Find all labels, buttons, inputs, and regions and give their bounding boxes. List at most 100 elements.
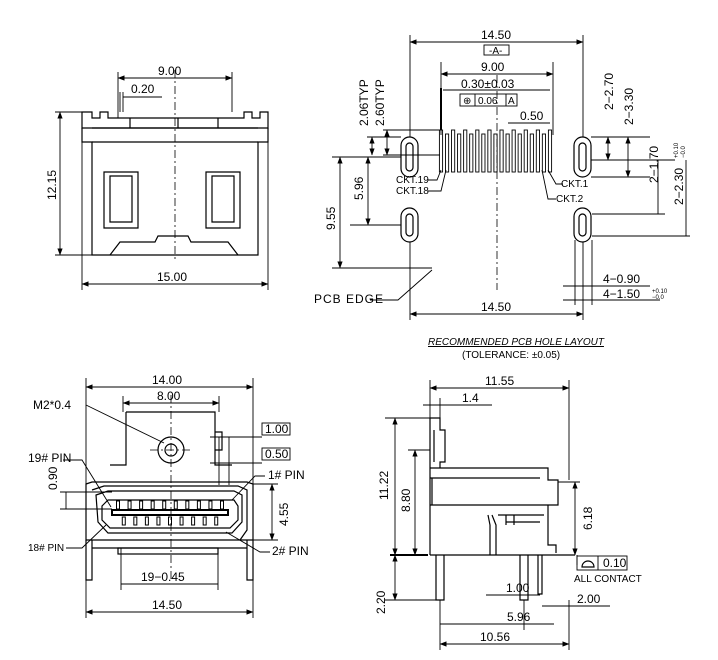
pcb-pad (457, 133, 462, 173)
front-view: 9.00 0.20 12.15 15.00 (45, 64, 269, 290)
dim-2-1-70: 2−1.70 (647, 146, 661, 183)
pcb-pad (547, 129, 553, 173)
dim-9-00-pads: 9.00 (481, 60, 505, 74)
dim-4-1-50-tol-minus: −0.0 (652, 295, 665, 301)
ckt19-label: CKT.19 (396, 175, 429, 186)
contact-pin (139, 500, 144, 510)
contact-pin (127, 500, 132, 510)
contact-pin (214, 516, 219, 526)
pcb-pad (463, 129, 468, 173)
pcb-layout-view: 14.50 -A- 9.00 0.30±0.03 ⊕ 0.06 A 0.50 2… (314, 28, 690, 361)
contact-pin (168, 516, 172, 526)
pcb-pad (469, 133, 474, 173)
pcb-pad (541, 133, 546, 173)
dim-14-50-bottom: 14.50 (481, 300, 511, 314)
pin19-label: 19# PIN (28, 451, 71, 465)
contact-pin (196, 500, 201, 510)
dim-4-55: 4.55 (277, 502, 291, 526)
dim-1-4: 1.4 (462, 391, 479, 405)
dim-2-2-30-tol-minus: −0.0 (681, 145, 687, 158)
position-tolerance-datum: A (508, 96, 515, 107)
position-tolerance-value: 0.06 (478, 96, 498, 107)
dim-12-15: 12.15 (45, 170, 59, 200)
dim-1-00: 1.00 (506, 581, 530, 595)
datum-a: -A- (489, 46, 502, 57)
rear-pin-row (116, 500, 224, 526)
contact-pin (179, 516, 184, 526)
dim-9-00: 9.00 (158, 64, 182, 78)
dim-10-56: 10.56 (480, 630, 510, 644)
dim-2-3-30: 2−3.30 (622, 88, 636, 125)
layout-tolerance: (TOLERANCE: ±0.05) (462, 350, 560, 361)
dim-9-55: 9.55 (324, 206, 338, 230)
contact-pin (156, 516, 161, 526)
dim-0-50: 0.50 (520, 109, 544, 123)
box-0-50: 0.50 (265, 447, 289, 461)
contact-pin (150, 500, 155, 510)
contact-pin (191, 516, 196, 526)
rear-view: 14.00 8.00 M2*0.4 1.00 0.50 19# PIN 1# P… (28, 373, 309, 618)
screw-label: M2*0.4 (33, 398, 71, 412)
position-tolerance-icon: ⊕ (463, 96, 471, 107)
all-contact: ALL CONTACT (574, 574, 642, 585)
contact-pin (220, 500, 224, 510)
ckt18-label: CKT.18 (396, 186, 429, 197)
contact-pin (121, 516, 126, 526)
ckt1-label: CKT.1 (561, 179, 589, 190)
dim-2-2-70: 2−2.70 (602, 73, 616, 110)
dim-2-20: 2.20 (374, 590, 388, 614)
dim-5-96: 5.96 (352, 176, 366, 200)
pcb-pad (523, 129, 528, 173)
pcb-pad (529, 133, 534, 173)
contact-pin (173, 500, 178, 510)
pin18-label: 18# PIN (28, 543, 64, 554)
layout-title: RECOMMENDED PCB HOLE LAYOUT (428, 337, 605, 348)
dim-0-90: 0.90 (46, 466, 60, 490)
contact-pin (208, 500, 213, 510)
box-1-00: 1.00 (265, 422, 289, 436)
dim-14-50: 14.50 (152, 598, 182, 612)
pcb-pad (499, 129, 504, 173)
dim-0-30: 0.30±0.03 (461, 77, 515, 91)
pcb-pad (487, 129, 492, 173)
contact-pin (144, 516, 149, 526)
dim-8-00: 8.00 (157, 389, 181, 403)
dim-2-2-30: 2−2.30 (672, 168, 686, 205)
dim-2-2-30-tol-plus: +0.10 (674, 142, 680, 158)
pcb-pad (493, 133, 498, 173)
contact-pin (202, 516, 207, 526)
pcb-edge-label: PCB EDGE (314, 292, 384, 306)
pcb-pad (475, 129, 480, 173)
dim-2-60typ: 2.60TYP (373, 79, 387, 126)
contact-pin (116, 500, 120, 510)
dim-0-20: 0.20 (131, 82, 155, 96)
pcb-pad (451, 129, 456, 173)
dim-14-00: 14.00 (152, 373, 182, 387)
pin1-label: 1# PIN (268, 468, 305, 482)
pcb-pad (481, 133, 486, 173)
dim-11-22: 11.22 (377, 471, 391, 500)
dim-15-00: 15.00 (157, 270, 187, 284)
dim-5-96-side: 5.96 (507, 610, 531, 624)
dim-4-1-50: 4−1.50 (603, 287, 640, 301)
dim-2-00: 2.00 (577, 592, 601, 606)
pin2-label: 2# PIN (272, 544, 309, 558)
dim-11-55: 11.55 (485, 374, 514, 388)
flatness-value: 0.10 (603, 556, 627, 570)
dim-6-18: 6.18 (581, 506, 595, 530)
pcb-pad (535, 129, 540, 173)
contact-pin (185, 500, 190, 510)
side-view: 11.55 1.4 11.22 8.80 6.18 0.10 ALL CONTA… (374, 374, 642, 650)
ckt2-label: CKT.2 (556, 194, 584, 205)
pad-row (438, 129, 553, 173)
dim-14-50-top: 14.50 (481, 28, 511, 42)
pcb-pad (517, 133, 522, 173)
contact-pin (162, 500, 167, 510)
dim-4-1-50-tol-plus: +0.10 (652, 289, 668, 295)
contact-pin (133, 516, 138, 526)
pcb-pad (511, 129, 516, 173)
pcb-pad (445, 133, 450, 173)
dim-4-0-90: 4−0.90 (603, 272, 640, 286)
dim-2-06typ: 2.06TYP (357, 79, 371, 126)
